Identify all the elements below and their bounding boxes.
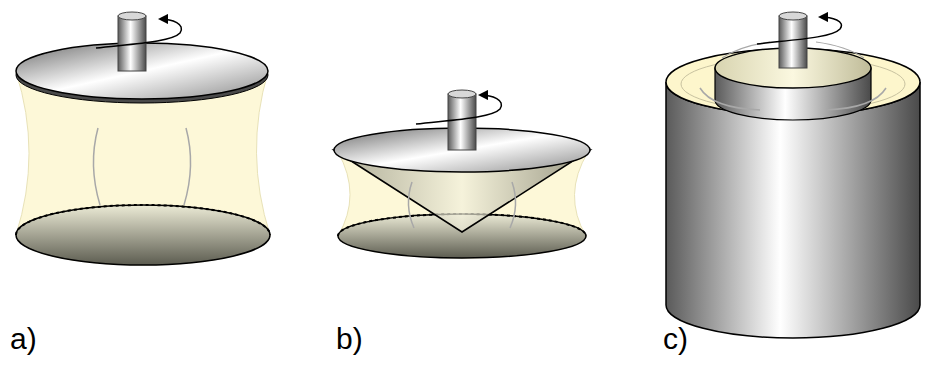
panel-letter: c) [663,322,688,355]
panel-letter: b) [336,322,363,355]
concentric-cylinder [666,12,920,338]
cone-plate [334,90,590,258]
parallel-plate [16,12,270,265]
panel-letter: a) [10,322,37,355]
